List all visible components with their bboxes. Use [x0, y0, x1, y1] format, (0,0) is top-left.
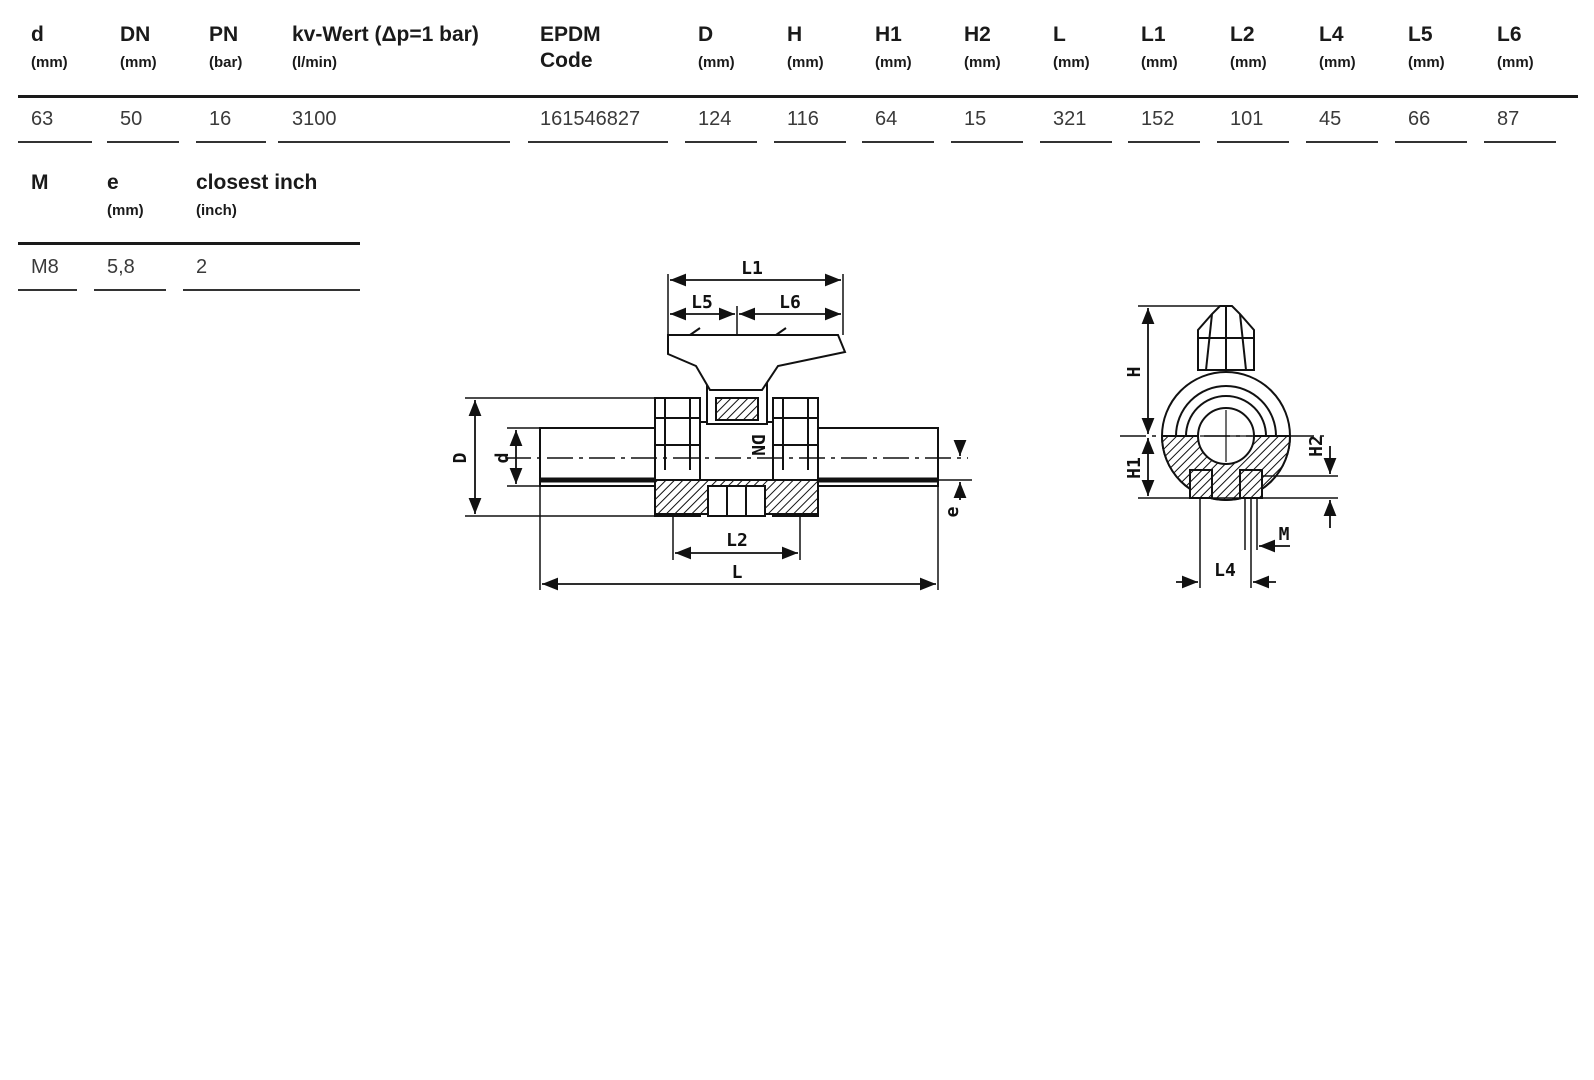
label-L6: L6	[779, 292, 801, 313]
header-D: D (mm)	[698, 23, 735, 71]
header-kv: kv-Wert (Δp=1 bar) (l/min)	[292, 23, 479, 71]
table2-header-rule	[18, 242, 360, 245]
value-closest-inch: 2	[196, 256, 208, 278]
cell-underline	[1040, 141, 1112, 143]
pipe-left	[539, 427, 656, 487]
label-M: M	[1279, 524, 1290, 545]
value-M: M8	[31, 256, 59, 278]
value-L1: 152	[1141, 108, 1175, 130]
cell-underline	[278, 141, 510, 143]
header-dn: DN (mm)	[120, 23, 157, 71]
header-pn: PN (bar)	[209, 23, 243, 71]
value-D: 124	[698, 108, 732, 130]
label-e: e	[942, 506, 963, 517]
valve-side-view	[465, 273, 972, 591]
label-L1: L1	[741, 258, 763, 279]
cell-underline	[183, 289, 360, 291]
label-L4: L4	[1214, 560, 1236, 581]
cell-underline	[774, 141, 846, 143]
label-DN: DN	[747, 434, 768, 456]
header-L2: L2 (mm)	[1230, 23, 1267, 71]
valve-handle	[667, 334, 847, 391]
foot-left	[1189, 469, 1213, 499]
value-L5: 66	[1408, 108, 1431, 130]
value-H: 116	[787, 108, 819, 130]
value-L6: 87	[1497, 108, 1520, 130]
header-epdm-code: EPDM Code	[540, 23, 601, 72]
header-M: M	[31, 171, 49, 194]
side-view-labels: L1 L5 L6 D d DN e L2 L	[450, 258, 963, 583]
header-L4: L4 (mm)	[1319, 23, 1356, 71]
valve-body	[699, 421, 774, 481]
label-L5: L5	[691, 292, 713, 313]
cell-underline	[1484, 141, 1556, 143]
front-view-labels: H H1 H2 M L4	[1124, 367, 1327, 581]
label-d: d	[492, 453, 513, 464]
header-L1: L1 (mm)	[1141, 23, 1178, 71]
cell-underline	[862, 141, 934, 143]
header-L: L (mm)	[1053, 23, 1090, 71]
header-closest-inch: closest inch (inch)	[196, 171, 318, 219]
cell-underline	[685, 141, 757, 143]
value-L2: 101	[1230, 108, 1264, 130]
cell-underline	[1128, 141, 1200, 143]
value-H2: 15	[964, 108, 987, 130]
cell-underline	[1306, 141, 1378, 143]
label-H1: H1	[1124, 457, 1145, 479]
label-L2: L2	[726, 530, 748, 551]
value-H1: 64	[875, 108, 898, 130]
label-H2: H2	[1306, 435, 1327, 457]
value-pn: 16	[209, 108, 232, 130]
value-d: 63	[31, 108, 54, 130]
cell-underline	[196, 141, 266, 143]
cell-underline	[18, 289, 77, 291]
value-L: 321	[1053, 108, 1087, 130]
header-L5: L5 (mm)	[1408, 23, 1445, 71]
valve-front-view	[1120, 305, 1338, 589]
value-e: 5,8	[107, 256, 135, 278]
foot-right	[1239, 469, 1263, 499]
cell-underline	[1217, 141, 1289, 143]
dimension-tables: d (mm) DN (mm) PN (bar) kv-Wert (Δp=1 ba…	[0, 0, 1594, 310]
label-H: H	[1124, 367, 1145, 378]
header-L6: L6 (mm)	[1497, 23, 1534, 71]
cell-underline	[94, 289, 166, 291]
cell-underline	[107, 141, 179, 143]
cell-underline	[18, 141, 92, 143]
label-D: D	[450, 452, 471, 463]
pipe-right	[807, 427, 939, 487]
value-kv: 3100	[292, 108, 337, 130]
table1-header-rule	[18, 95, 1578, 98]
label-L: L	[732, 562, 743, 583]
cell-underline	[528, 141, 668, 143]
header-d: d (mm)	[31, 23, 68, 71]
cell-underline	[951, 141, 1023, 143]
value-L4: 45	[1319, 108, 1342, 130]
header-H2: H2 (mm)	[964, 23, 1001, 71]
header-e: e (mm)	[107, 171, 144, 219]
cell-underline	[1395, 141, 1467, 143]
value-dn: 50	[120, 108, 143, 130]
header-H: H (mm)	[787, 23, 824, 71]
value-epdm-code: 161546827	[540, 108, 641, 130]
header-H1: H1 (mm)	[875, 23, 912, 71]
